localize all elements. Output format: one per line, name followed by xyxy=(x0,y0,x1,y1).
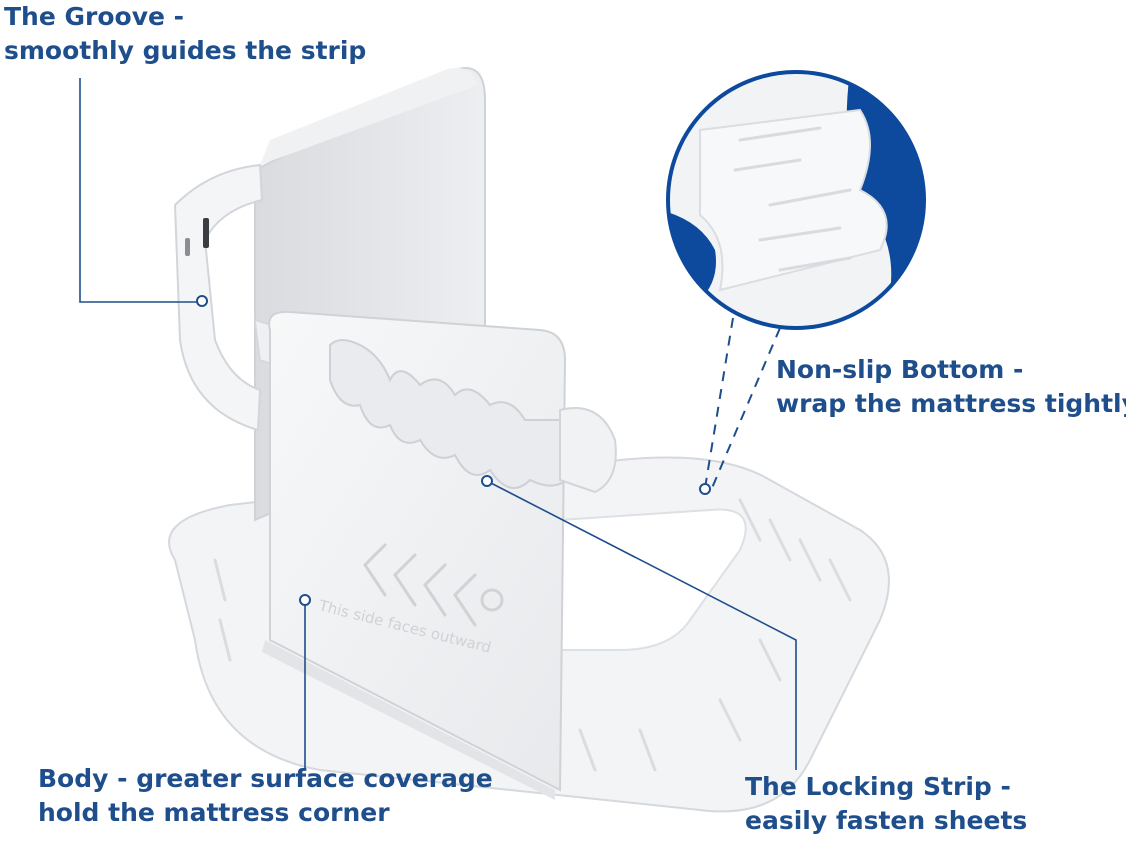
callout-body-title: Body - greater surface coverage xyxy=(38,764,493,793)
callout-groove-title: The Groove - xyxy=(4,2,185,31)
callout-anchor-dots xyxy=(196,295,711,606)
callout-locking-desc: easily fasten sheets xyxy=(745,806,1028,835)
locking-strip xyxy=(329,339,617,494)
callout-groove: The Groove - smoothly guides the strip xyxy=(4,0,366,68)
callout-body-desc: hold the mattress corner xyxy=(38,798,390,827)
callout-non-slip-title: Non-slip Bottom - xyxy=(776,355,1024,384)
zoom-detail-circle xyxy=(666,70,926,330)
callout-leader-lines xyxy=(79,78,797,770)
callout-groove-desc: smoothly guides the strip xyxy=(4,36,367,65)
callout-locking-strip: The Locking Strip - easily fasten sheets xyxy=(745,770,1027,838)
callout-locking-title: The Locking Strip - xyxy=(745,772,1011,801)
callout-non-slip-desc: wrap the mattress tightly xyxy=(776,389,1126,418)
zoom-dashed-lines xyxy=(704,317,781,489)
callout-non-slip: Non-slip Bottom - wrap the mattress tigh… xyxy=(776,353,1126,421)
callout-body: Body - greater surface coverage hold the… xyxy=(38,762,493,830)
